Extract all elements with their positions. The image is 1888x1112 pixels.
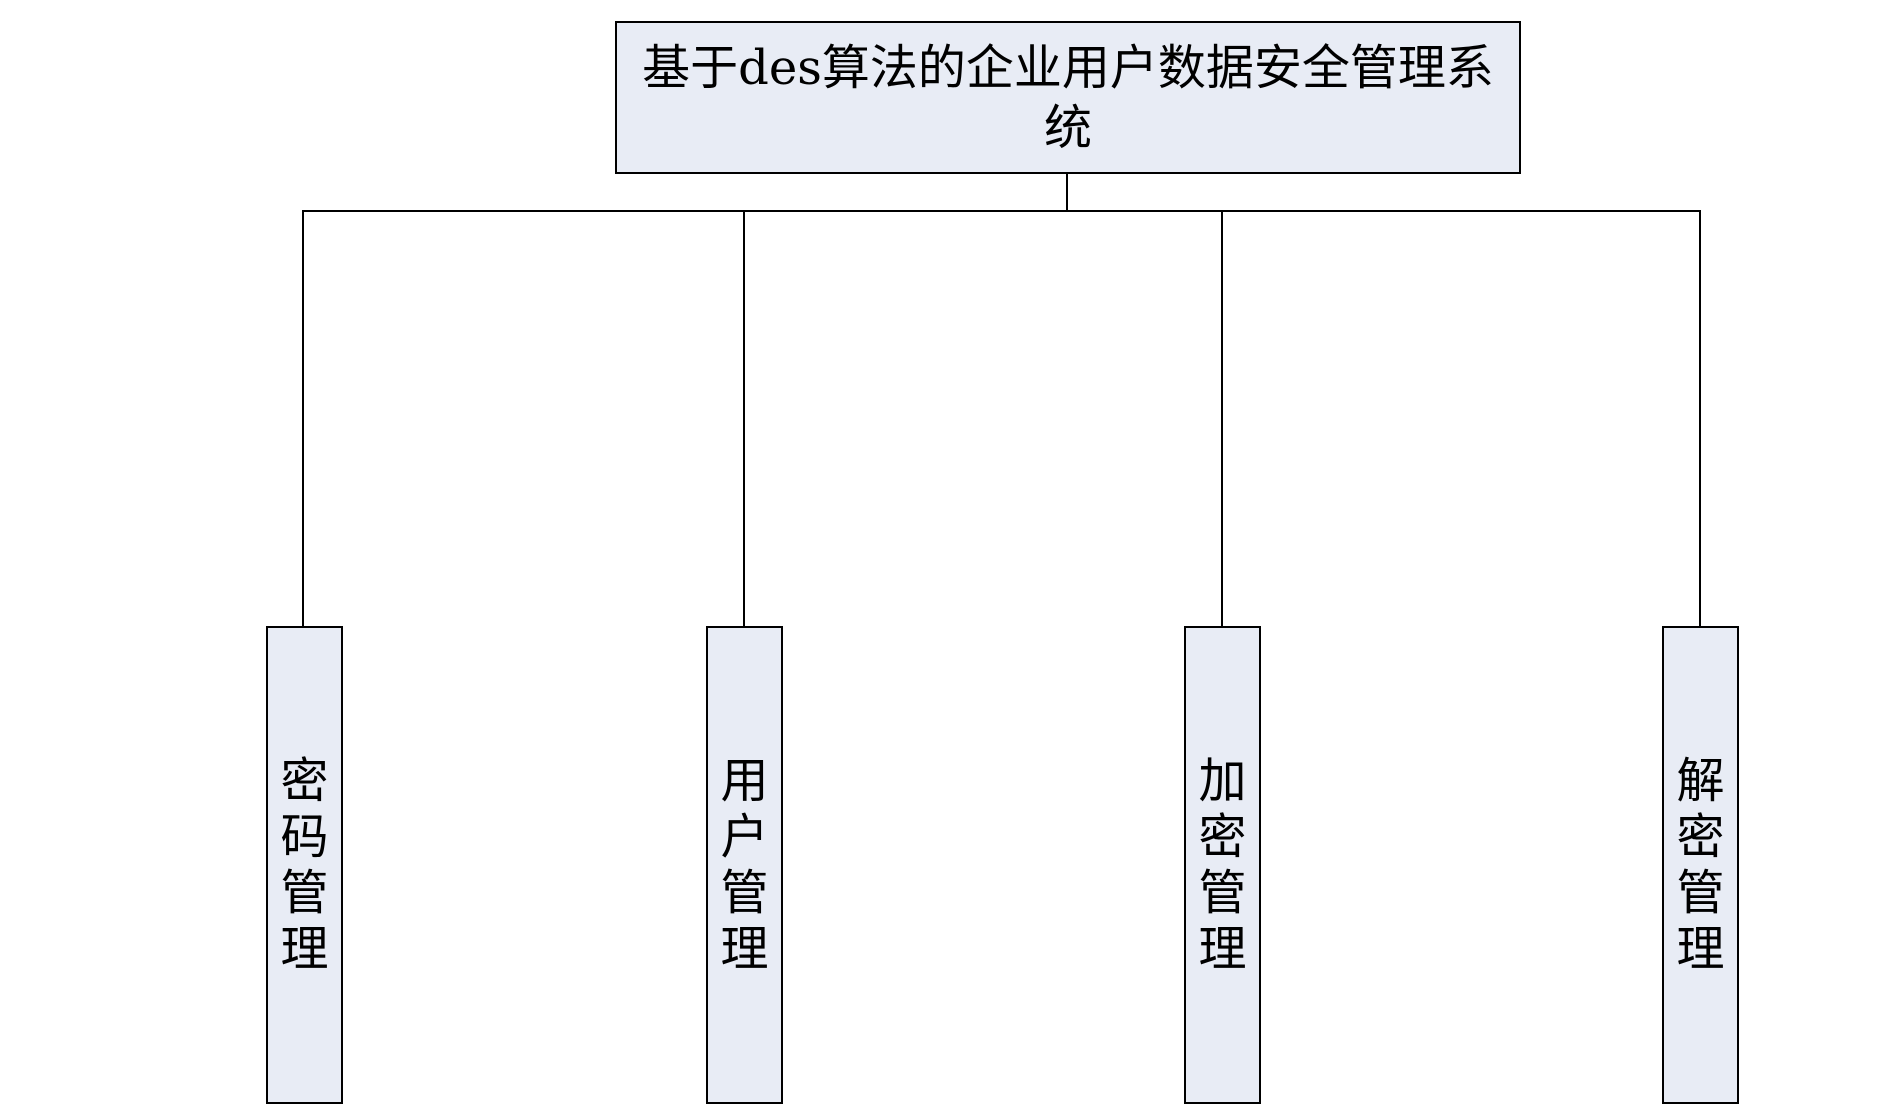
child-node-label: 用户管理 xyxy=(720,753,769,977)
branch-connector-1 xyxy=(302,210,304,627)
branch-connector-3 xyxy=(1221,210,1223,627)
root-node-label: 基于des算法的企业用户数据安全管理系统 xyxy=(642,39,1494,156)
root-stem-connector xyxy=(1066,174,1068,212)
child-node-decryption-management: 解密管理 xyxy=(1662,626,1739,1104)
child-node-label: 加密管理 xyxy=(1198,753,1247,977)
child-node-label: 解密管理 xyxy=(1676,753,1725,977)
branch-connector-2 xyxy=(743,210,745,627)
child-node-label: 密码管理 xyxy=(280,753,329,977)
child-node-password-management: 密码管理 xyxy=(266,626,343,1104)
child-node-encryption-management: 加密管理 xyxy=(1184,626,1261,1104)
root-node: 基于des算法的企业用户数据安全管理系统 xyxy=(615,21,1521,174)
horizontal-bus-connector xyxy=(302,210,1701,212)
branch-connector-4 xyxy=(1699,210,1701,627)
child-node-user-management: 用户管理 xyxy=(706,626,783,1104)
